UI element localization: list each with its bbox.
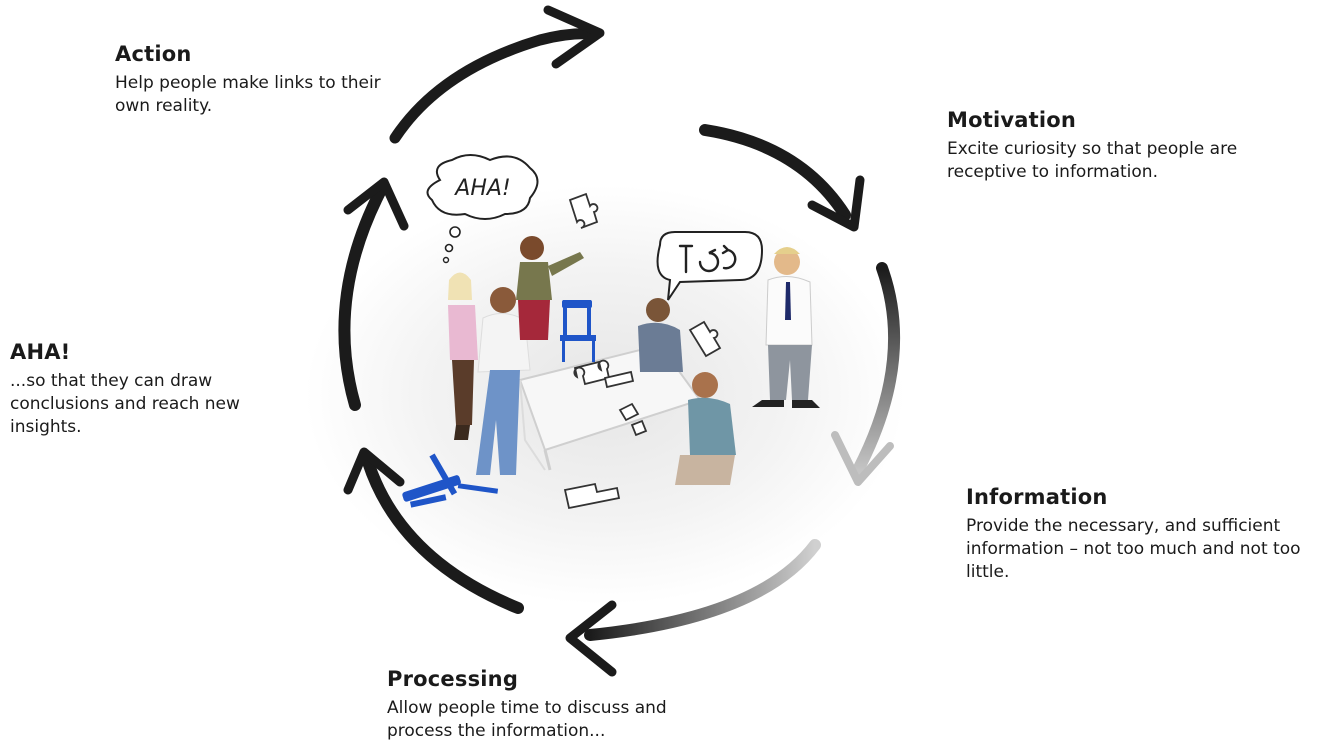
- people-illustration: AHA!: [402, 154, 820, 510]
- step-aha-text: ...so that they can draw conclusions and…: [10, 371, 240, 438]
- figure-man-white-shirt: [476, 287, 531, 475]
- arrow-aha-to-action: [338, 177, 409, 411]
- step-processing-text: Allow people time to discuss and process…: [387, 698, 667, 742]
- step-motivation-text: Excite curiosity so that people are rece…: [947, 139, 1238, 183]
- step-processing: Processing Allow people time to discuss …: [387, 667, 727, 743]
- step-information-text: Provide the necessary, and sufficient in…: [966, 516, 1301, 583]
- step-motivation: Motivation Excite curiosity so that peop…: [947, 108, 1307, 184]
- thought-bubble-text: AHA!: [453, 176, 510, 201]
- step-aha: AHA! ...so that they can draw conclusion…: [10, 340, 280, 439]
- step-action: Action Help people make links to their o…: [115, 42, 415, 118]
- step-processing-title: Processing: [387, 667, 519, 691]
- puzzle-piece: [563, 192, 722, 510]
- chair-tipped: [402, 453, 499, 508]
- figure-man-raised-arm: [516, 236, 584, 340]
- thought-bubble: AHA!: [426, 154, 539, 264]
- step-information: Information Provide the necessary, and s…: [966, 485, 1316, 584]
- rotate-arrows-icon: [678, 244, 737, 274]
- figure-crouching-man: [675, 372, 736, 485]
- arrow-information-to-processing: [831, 262, 901, 486]
- arrow-motivation-to-information: [699, 124, 865, 232]
- arrow-processing-to-aha: [565, 539, 821, 677]
- figure-woman-pink: [448, 272, 478, 440]
- figure-seated-man: [638, 298, 683, 372]
- step-action-text: Help people make links to their own real…: [115, 73, 381, 117]
- step-motivation-title: Motivation: [947, 108, 1077, 132]
- speech-bubble: [656, 231, 764, 301]
- chair-upright: [560, 300, 596, 362]
- figure-man-tie: [752, 247, 820, 408]
- step-information-title: Information: [966, 485, 1108, 509]
- step-action-title: Action: [115, 42, 192, 66]
- arrow-action-to-motivation: [389, 5, 605, 144]
- arrow-aha-to-action-lower: [343, 447, 524, 614]
- step-aha-title: AHA!: [10, 340, 71, 364]
